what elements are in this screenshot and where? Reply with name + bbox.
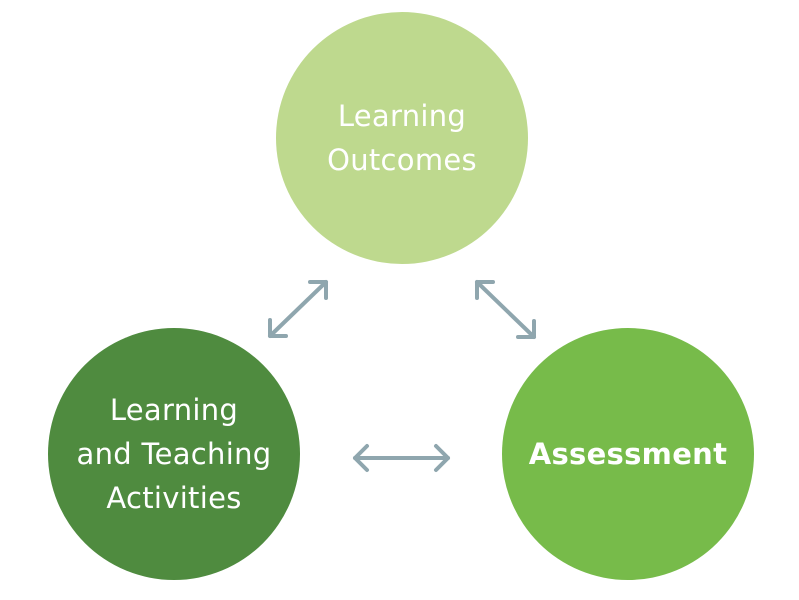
outcomes-line-1: Learning [337,99,467,133]
node-assessment-label: Assessment [529,432,728,476]
assessment-line-1: Assessment [528,437,728,471]
activities-line-3: Activities [106,481,242,515]
node-learning-teaching-activities-label: Learning and Teaching Activities [77,388,272,520]
activities-line-2: and Teaching [76,437,272,471]
node-learning-teaching-activities: Learning and Teaching Activities [48,328,300,580]
arrow-outcomes-assessment [475,280,536,339]
activities-line-1: Learning [109,393,239,427]
arrow-outcomes-activities [268,280,328,338]
node-learning-outcomes-label: Learning Outcomes [327,94,477,182]
node-assessment: Assessment [502,328,754,580]
arrow-activities-assessment [353,444,450,472]
outcomes-line-2: Outcomes [327,143,477,177]
node-learning-outcomes: Learning Outcomes [276,12,528,264]
